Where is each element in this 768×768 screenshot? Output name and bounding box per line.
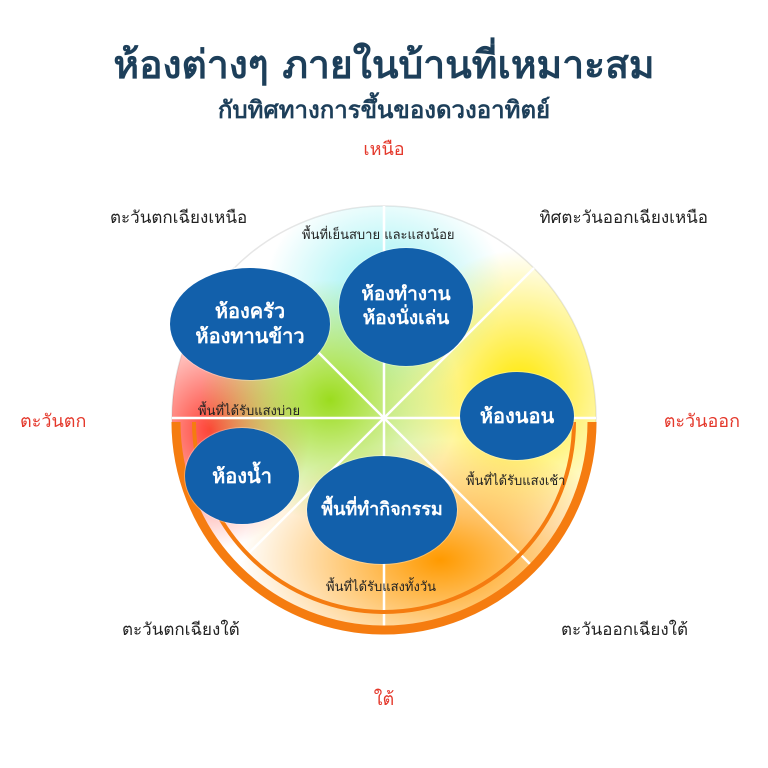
compass-southeast: ตะวันออกเฉียงใต้ bbox=[560, 620, 688, 640]
compass-southwest: ตะวันตกเฉียงใต้ bbox=[122, 620, 240, 640]
room-bathroom-label: ห้องน้ำ bbox=[212, 463, 272, 488]
room-work-line2: ห้องนั่งเล่น bbox=[362, 307, 450, 329]
compass-east: ตะวันออก bbox=[663, 411, 740, 432]
room-kitchen-line1: ห้องครัว bbox=[214, 299, 286, 323]
page-subtitle: กับทิศทางการขึ้นของดวงอาทิตย์ bbox=[217, 96, 551, 124]
zone-label-south: พื้นที่ได้รับแสงทั้งวัน bbox=[326, 580, 437, 595]
zone-label-west: พื้นที่ได้รับแสงบ่าย bbox=[198, 404, 301, 419]
compass-west: ตะวันตก bbox=[20, 411, 87, 432]
room-bedroom-label: ห้องนอน bbox=[479, 403, 555, 428]
room-bubble-bedroom: ห้องนอน bbox=[460, 372, 574, 460]
page-title: ห้องต่างๆ ภายในบ้านที่เหมาะสม bbox=[113, 43, 655, 88]
zone-label-east: พื้นที่ได้รับแสงเช้า bbox=[466, 474, 566, 489]
room-bubble-kitchen: ห้องครัว ห้องทานข้าว bbox=[170, 268, 330, 380]
room-bubble-work: ห้องทำงาน ห้องนั่งเล่น bbox=[339, 248, 473, 366]
compass-northeast: ทิศตะวันออกเฉียงเหนือ bbox=[539, 208, 708, 228]
sun-path-arc-outer bbox=[171, 421, 597, 635]
compass-south: ใต้ bbox=[373, 689, 395, 710]
compass-northwest: ตะวันตกเฉียงเหนือ bbox=[110, 208, 248, 228]
room-activity-label: พื้นที่ทำกิจกรรม bbox=[321, 498, 443, 520]
room-work-line1: ห้องทำงาน bbox=[361, 283, 451, 306]
room-bubble-activity: พื้นที่ทำกิจกรรม bbox=[307, 456, 457, 564]
compass-north: เหนือ bbox=[363, 139, 405, 160]
zone-label-north: พื้นที่เย็นสบาย และแสงน้อย bbox=[302, 228, 455, 243]
room-bubble-bathroom: ห้องน้ำ bbox=[185, 428, 299, 524]
room-kitchen-line2: ห้องทานข้าว bbox=[195, 324, 305, 348]
